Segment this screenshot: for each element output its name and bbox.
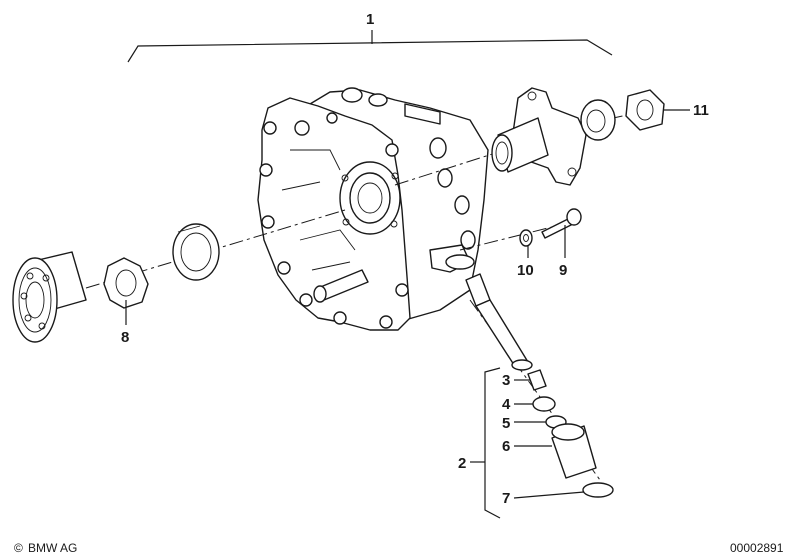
washer-10 [519,229,533,258]
callout-2: 2 [458,455,466,472]
callout-7: 7 [502,490,510,507]
sleeve-4 [514,396,556,412]
callout-6: 6 [502,438,510,455]
callout-11: 11 [693,102,709,119]
housing-6 [514,423,597,479]
bushing-3 [514,369,547,391]
callout-8: 8 [121,329,129,346]
clip-7 [513,482,614,499]
output-flange [491,87,587,186]
gearbox-housing [257,87,489,331]
bracket-2 [470,367,501,519]
callout-1: 1 [366,11,374,28]
screw-9 [541,208,582,258]
callout-4: 4 [502,396,511,413]
slotted-nut-8 [103,257,149,325]
hex-nut-11 [625,89,690,131]
shaft-seal [172,223,220,281]
collar-nut [580,99,616,141]
callout-10: 10 [517,262,534,279]
bracket-1 [127,30,613,63]
copyright-symbol: © [14,541,23,555]
speedo-driven-gear [465,273,533,371]
callout-9: 9 [559,262,567,279]
drawing-number: 00002891 [730,541,784,555]
copyright-label: BMW AG [28,541,77,555]
ball-bearing [12,251,87,343]
callout-5: 5 [502,415,510,432]
callout-3: 3 [502,372,510,389]
